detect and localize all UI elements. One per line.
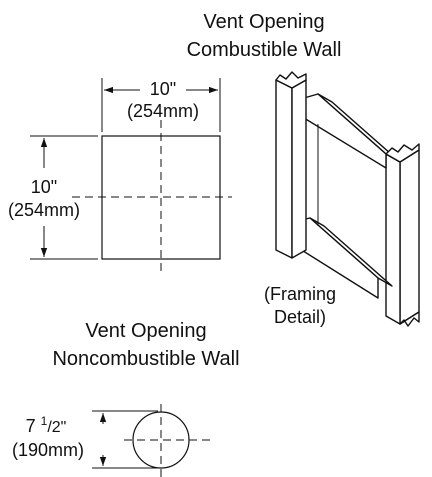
- noncombustible-title-line1: Vent Opening: [85, 320, 206, 342]
- framing-label-line1: (Framing: [264, 284, 336, 304]
- height-dimension: 10" (254mm): [8, 135, 98, 260]
- combustible-title-line1: Vent Opening: [203, 11, 324, 33]
- diameter-dimension: 7 1/2" (190mm): [12, 410, 158, 469]
- diameter-inches-label: 7 1/2": [26, 414, 67, 436]
- framing-detail-illustration: [275, 71, 420, 327]
- width-inches-label: 10": [150, 79, 176, 99]
- diameter-mm-label: (190mm): [12, 440, 84, 460]
- width-dimension: 10" (254mm): [101, 78, 221, 132]
- noncombustible-title-line2: Noncombustible Wall: [52, 348, 239, 370]
- height-inches-label: 10": [31, 177, 57, 197]
- square-vent-opening: [72, 120, 232, 271]
- framing-label-line2: Detail): [274, 307, 326, 327]
- round-vent-opening: [124, 404, 210, 477]
- width-mm-label: (254mm): [127, 101, 199, 121]
- combustible-title-line2: Combustible Wall: [187, 39, 342, 61]
- height-mm-label: (254mm): [8, 200, 80, 220]
